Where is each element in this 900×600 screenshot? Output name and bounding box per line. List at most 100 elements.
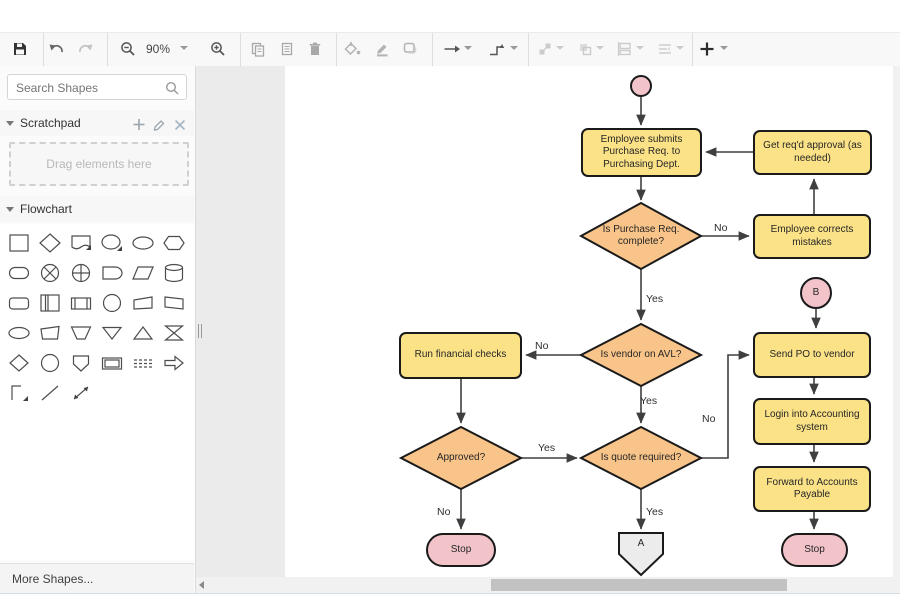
shape-rectangle[interactable] xyxy=(3,228,34,258)
shape-manual-operation[interactable] xyxy=(34,318,65,348)
node-decision-vendor-avl[interactable] xyxy=(578,322,704,388)
node-decision-approved[interactable] xyxy=(398,425,524,491)
shape-or[interactable] xyxy=(34,258,65,288)
node-get-approval[interactable]: Get req'd approval (as needed) xyxy=(753,130,872,175)
shape-ellipse-small[interactable] xyxy=(3,318,34,348)
distribute-caret[interactable] xyxy=(676,46,684,50)
zoom-dropdown-caret[interactable] xyxy=(180,46,188,50)
shape-terminator[interactable] xyxy=(127,228,158,258)
sidebar-resize-handle[interactable] xyxy=(197,324,203,338)
node-submit[interactable]: Employee submits Purchase Req. to Purcha… xyxy=(581,128,702,177)
vertical-scrollbar[interactable] xyxy=(893,66,900,577)
delete-button[interactable] xyxy=(302,36,328,62)
line-color-button[interactable] xyxy=(369,36,395,62)
paste-button[interactable] xyxy=(274,36,300,62)
to-front-button[interactable] xyxy=(532,36,558,62)
chevron-down-icon xyxy=(6,206,14,212)
fill-color-button[interactable] xyxy=(339,36,365,62)
horizontal-scrollbar[interactable] xyxy=(196,577,900,593)
shape-corner[interactable] xyxy=(3,378,34,408)
node-stop-right[interactable]: Stop xyxy=(781,533,848,567)
shape-line[interactable] xyxy=(34,378,65,408)
connection-style-caret[interactable] xyxy=(464,46,472,50)
scratchpad-close-icon[interactable] xyxy=(174,119,186,131)
distribute-icon xyxy=(659,44,671,54)
shape-trapezoid[interactable] xyxy=(65,318,96,348)
node-decision-quote[interactable] xyxy=(578,425,704,491)
save-button[interactable] xyxy=(7,36,33,62)
shadow-button[interactable] xyxy=(397,36,423,62)
node-login-accounting[interactable]: Login into Accounting system xyxy=(753,398,871,445)
shape-hexagon[interactable] xyxy=(158,228,189,258)
shape-document[interactable] xyxy=(65,228,96,258)
zoom-in-button[interactable] xyxy=(205,36,231,62)
shape-cylinder[interactable] xyxy=(158,258,189,288)
edge-quote-to-sendpo[interactable] xyxy=(701,350,750,459)
shape-merge[interactable] xyxy=(96,318,127,348)
node-stop-left[interactable]: Stop xyxy=(426,533,496,567)
undo-button[interactable] xyxy=(44,36,70,62)
shape-stored-data[interactable] xyxy=(3,288,34,318)
shape-collate[interactable] xyxy=(158,318,189,348)
zoom-level-value[interactable]: 90% xyxy=(146,42,171,56)
undo-icon xyxy=(49,44,63,53)
zoom-out-button[interactable] xyxy=(115,36,141,62)
shape-connector[interactable] xyxy=(96,288,127,318)
node-send-po[interactable]: Send PO to vendor xyxy=(753,332,871,378)
shape-bidirectional-arrow[interactable] xyxy=(65,378,96,408)
align-button[interactable] xyxy=(612,36,638,62)
node-forward-ap[interactable]: Forward to Accounts Payable xyxy=(753,466,871,512)
scroll-left-arrow-icon[interactable] xyxy=(199,581,204,589)
edge-label: No xyxy=(437,506,451,518)
shape-predefined-process[interactable] xyxy=(65,288,96,318)
search-input[interactable] xyxy=(14,76,168,100)
insert-button[interactable] xyxy=(694,36,720,62)
connection-style-button[interactable] xyxy=(439,36,465,62)
trash-icon xyxy=(309,42,321,55)
shape-parallelogram[interactable] xyxy=(127,258,158,288)
node-start[interactable] xyxy=(630,75,652,97)
shape-punched-tape[interactable] xyxy=(158,288,189,318)
scratchpad-section-header[interactable]: Scratchpad xyxy=(0,110,194,136)
node-corrects[interactable]: Employee corrects mistakes xyxy=(753,214,871,259)
to-back-caret[interactable] xyxy=(596,46,604,50)
shape-rounded-rectangle[interactable] xyxy=(3,258,34,288)
shape-search-box[interactable] xyxy=(7,74,187,100)
shape-extract[interactable] xyxy=(127,318,158,348)
to-front-caret[interactable] xyxy=(556,46,564,50)
node-decision-complete[interactable] xyxy=(578,201,704,271)
shape-display[interactable] xyxy=(96,348,127,378)
shape-internal-storage[interactable] xyxy=(34,288,65,318)
horizontal-scrollbar-thumb[interactable] xyxy=(491,579,787,591)
scratchpad-edit-icon[interactable] xyxy=(153,118,167,131)
node-connector-b[interactable]: B xyxy=(800,277,832,309)
shape-card[interactable] xyxy=(127,288,158,318)
more-shapes-button[interactable]: More Shapes... xyxy=(0,563,194,593)
shape-summing-junction[interactable] xyxy=(65,258,96,288)
scratchpad-add-icon[interactable] xyxy=(132,118,146,131)
save-icon xyxy=(14,43,26,55)
diagram-canvas[interactable]: B Employee submits Purchase Req. to Purc… xyxy=(196,66,900,593)
copy-button[interactable] xyxy=(245,36,271,62)
shape-circle[interactable] xyxy=(34,348,65,378)
scratchpad-dropzone[interactable]: Drag elements here xyxy=(9,142,189,186)
shape-decision[interactable] xyxy=(3,348,34,378)
distribute-button[interactable] xyxy=(652,36,678,62)
shape-ellipse[interactable] xyxy=(96,228,127,258)
waypoints-button[interactable] xyxy=(484,36,510,62)
search-icon xyxy=(165,81,179,95)
shape-off-page-connector[interactable] xyxy=(65,348,96,378)
node-offpage-a[interactable] xyxy=(618,532,664,577)
flowchart-section-header[interactable]: Flowchart xyxy=(0,196,194,222)
shape-delay[interactable] xyxy=(96,258,127,288)
align-caret[interactable] xyxy=(636,46,644,50)
shape-diamond[interactable] xyxy=(34,228,65,258)
redo-button[interactable] xyxy=(72,36,98,62)
node-run-financial[interactable]: Run financial checks xyxy=(399,332,522,379)
waypoints-caret[interactable] xyxy=(510,46,518,50)
to-back-button[interactable] xyxy=(572,36,598,62)
insert-caret[interactable] xyxy=(720,46,728,50)
node-label: Stop xyxy=(450,543,472,555)
shape-transfer[interactable] xyxy=(127,348,158,378)
shape-arrow[interactable] xyxy=(158,348,189,378)
